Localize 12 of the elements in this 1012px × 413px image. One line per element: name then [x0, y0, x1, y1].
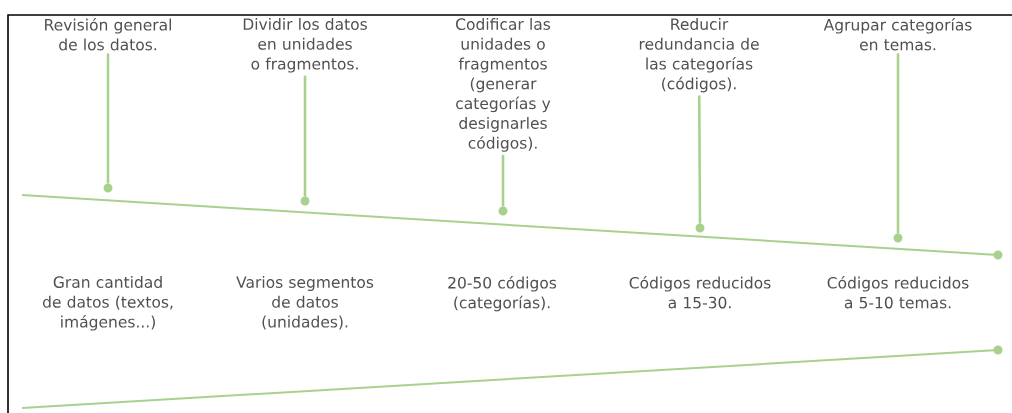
result-text: Varios segmentos de datos (unidades).: [236, 276, 374, 330]
leader-line: [697, 95, 702, 224]
step-text: Revisión general de los datos.: [45, 18, 171, 51]
leader-line: [303, 75, 307, 197]
leader-line: [501, 154, 505, 207]
step-text: Dividir los datos en unidades o fragmentos.: [243, 18, 367, 73]
leader-line: [106, 53, 110, 184]
leader-line: [896, 53, 900, 234]
step-text: Agrupar categorías en temas.: [823, 18, 972, 51]
step-text: Reducir redundancia de las categorías (códigos).: [639, 18, 759, 93]
step-text: Codificar las unidades o fragmentos (generar categorías y designarles códigos).: [456, 18, 551, 152]
result-text: Gran cantidad de datos (textos, imágenes...): [42, 276, 173, 331]
